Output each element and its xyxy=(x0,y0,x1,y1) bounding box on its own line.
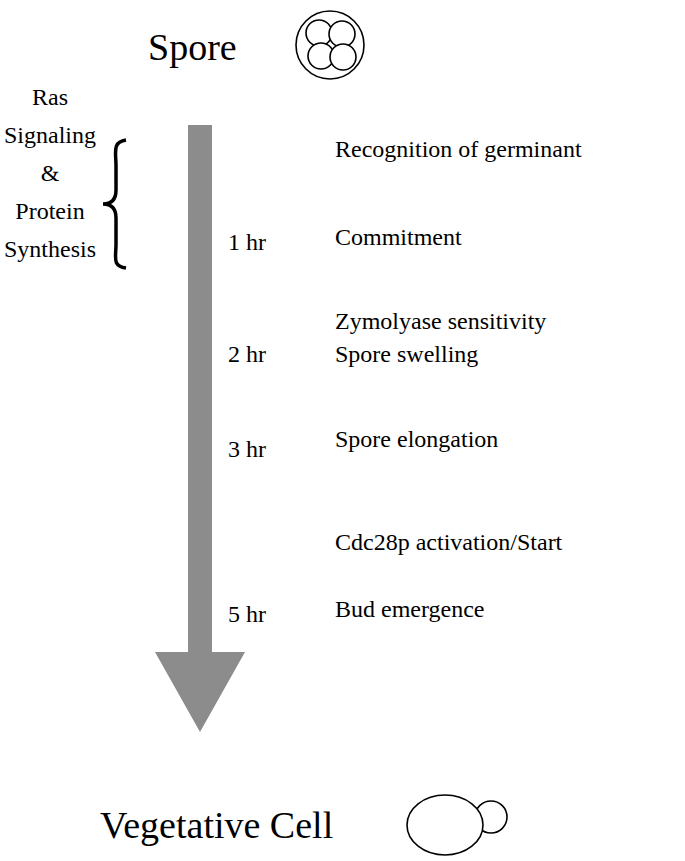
stage-node: Spore xyxy=(140,5,370,125)
node-title: Vegetative Cell xyxy=(100,803,333,847)
time-label: 2 hr xyxy=(228,341,266,368)
event-label: Spore swelling xyxy=(335,341,478,368)
time-label: 1 hr xyxy=(228,229,266,256)
time-arrow xyxy=(155,125,245,732)
event-label: Bud emergence xyxy=(335,596,485,623)
event-label: Spore elongation xyxy=(335,426,498,453)
event-label: Commitment xyxy=(335,224,462,251)
node-title: Spore xyxy=(148,25,237,69)
time-label: 5 hr xyxy=(228,601,266,628)
event-label: Cdc28p activation/Start xyxy=(335,529,562,556)
stage-node: Vegetative Cell xyxy=(90,732,520,852)
spore-icon xyxy=(296,11,364,79)
time-label: 3 hr xyxy=(228,436,266,463)
process-bracket-label: Ras Signaling & Protein Synthesis xyxy=(0,78,100,268)
event-label: Zymolyase sensitivity xyxy=(335,308,546,335)
curly-bracket xyxy=(103,140,126,268)
yeast-cell-icon xyxy=(407,795,507,855)
event-label: Recognition of germinant xyxy=(335,136,582,163)
